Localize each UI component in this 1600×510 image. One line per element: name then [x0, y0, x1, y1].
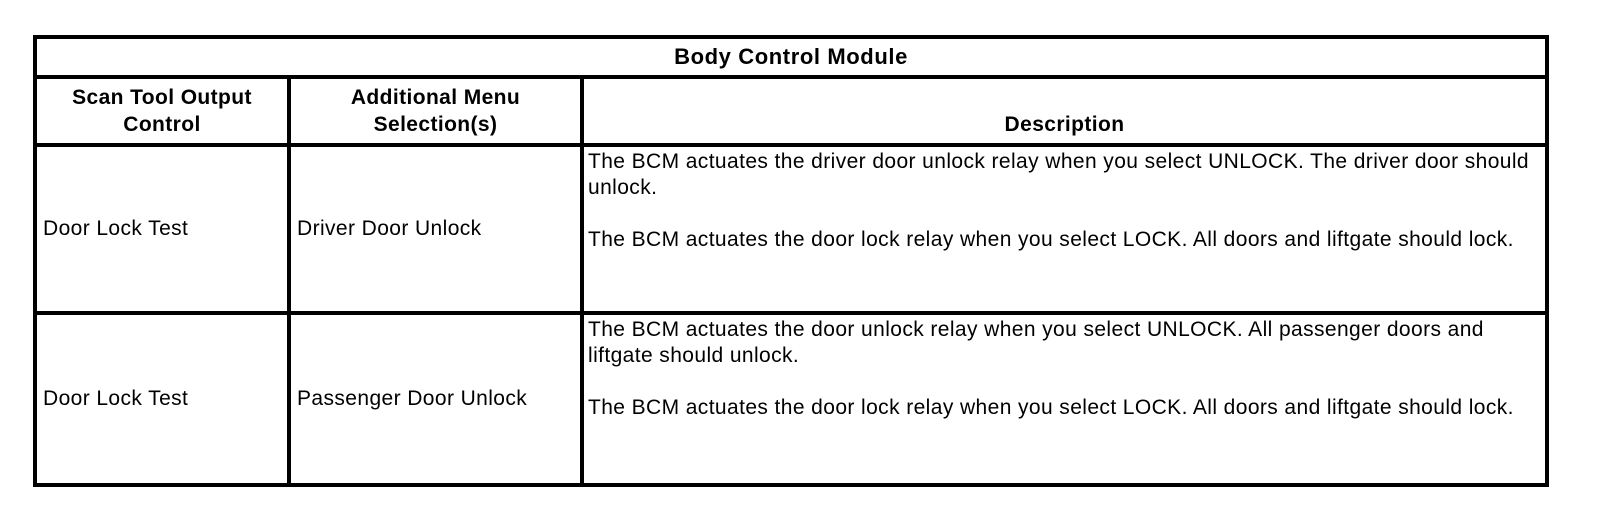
table-title: Body Control Module [32, 35, 1550, 79]
column-header-scan-tool-output-control: Scan Tool Output Control [33, 75, 291, 147]
cell-output-control: Door Lock Test [33, 311, 291, 487]
column-header-additional-menu-selections: Additional Menu Selection(s) [287, 75, 584, 147]
cell-menu-selection: Passenger Door Unlock [287, 311, 584, 487]
cell-menu-selection: Driver Door Unlock [287, 143, 584, 315]
table-title-row: Body Control Module [32, 35, 1550, 79]
cell-description: The BCM actuates the door unlock relay w… [579, 311, 1550, 487]
table-row: Door Lock Test Driver Door Unlock The BC… [33, 143, 1550, 315]
body-control-module-table: Body Control Module Scan Tool Output Con… [32, 35, 1550, 487]
cell-description: The BCM actuates the driver door unlock … [579, 143, 1550, 315]
column-header-row: Scan Tool Output Control Additional Menu… [33, 75, 1550, 147]
table-row: Door Lock Test Passenger Door Unlock The… [33, 311, 1550, 487]
cell-output-control: Door Lock Test [33, 143, 291, 315]
column-header-description: Description [579, 75, 1550, 147]
